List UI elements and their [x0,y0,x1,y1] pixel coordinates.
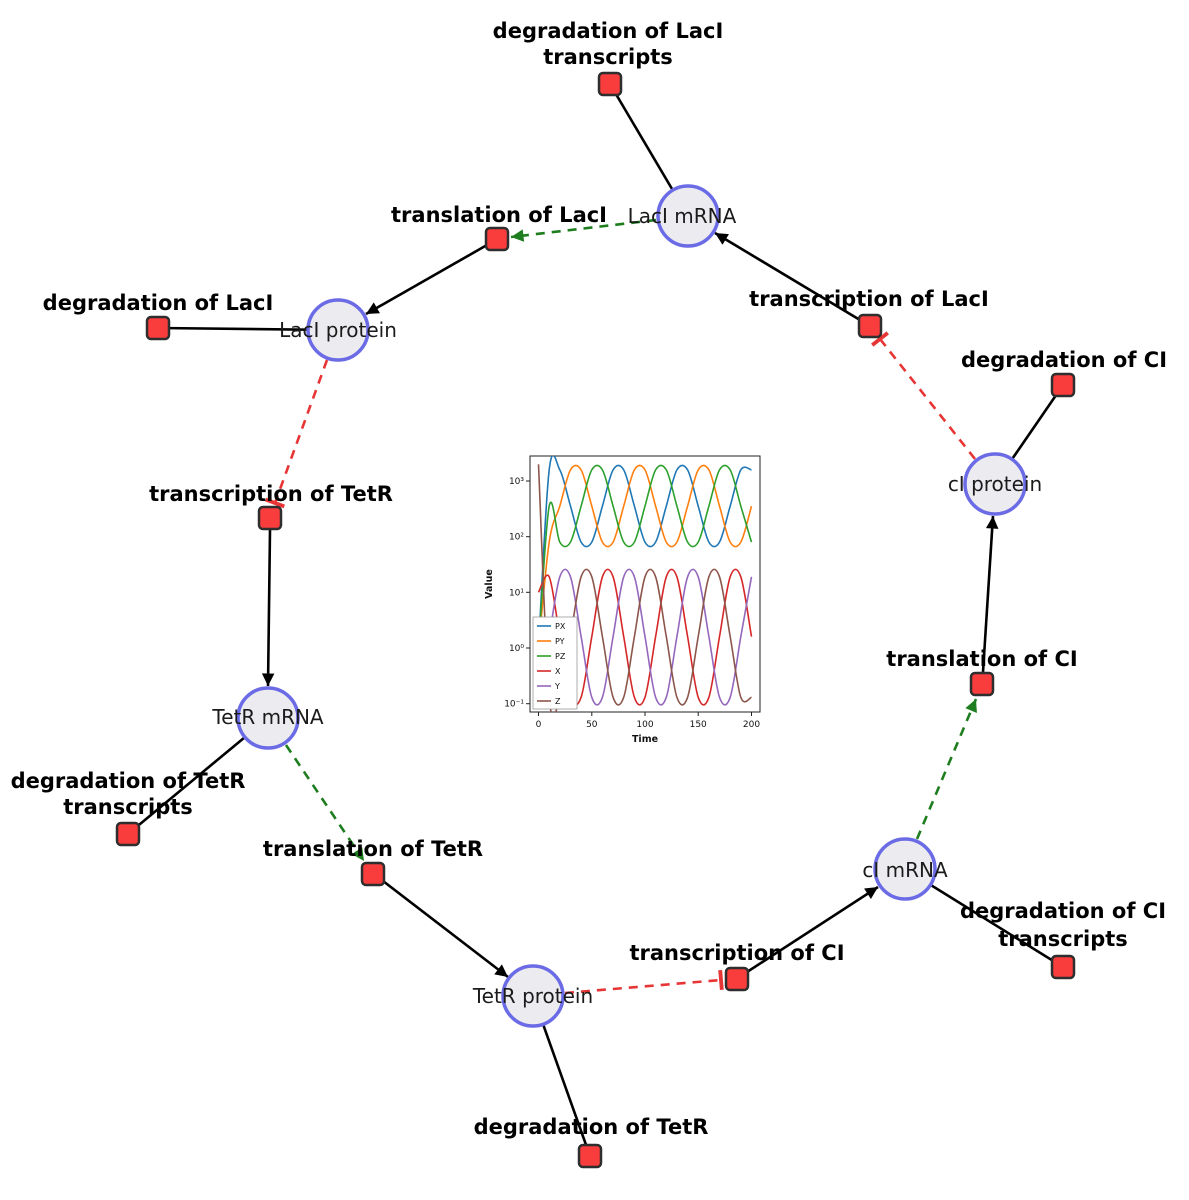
reaction-node-degradation-ci[interactable] [1050,372,1076,398]
reaction-node-degradation-laci[interactable] [145,315,171,341]
edge-translation-ci-to-ci-protein [981,515,999,673]
xtick-0: 0 [536,720,542,730]
legend-entry-py: PY [555,637,565,646]
y-axis-label: Value [484,569,495,599]
reaction-node-degradation-tetr-transcripts[interactable] [115,821,141,847]
legend-entry-px: PX [555,622,566,631]
edge-transcription-tetr-to-tetr-mrna [261,529,275,687]
reaction-label-degradation-tetr-transcripts-1: degradation of TetR [11,769,246,793]
reaction-node-transcription-laci[interactable] [857,313,883,339]
xtick-200: 200 [743,720,760,730]
xtick-150: 150 [690,720,707,730]
ytick-1e2: 10² [509,533,524,543]
species-node-laci-mrna[interactable] [656,184,720,248]
species-label-ci-protein: cI protein [948,472,1042,496]
series-line-Y [537,568,753,706]
reaction-label-degradation-laci-transcripts-1: degradation of LacI [493,19,724,43]
species-label-tetr-mrna: TetR mRNA [211,705,324,729]
reaction-label-degradation-ci-transcripts-1: degradation of CI [960,899,1166,923]
species-node-tetr-mrna[interactable] [236,686,300,750]
species-label-laci-protein: LacI protein [279,318,397,342]
reaction-label-degradation-ci-transcripts-2: transcripts [998,927,1128,951]
edge-translation-laci-to-laci-protein [365,243,488,316]
y-axis: 10³ 10² 10¹ 10⁰ 10⁻¹ [504,477,530,710]
reaction-label-translation-ci: translation of CI [886,647,1077,671]
reaction-label-degradation-tetr: degradation of TetR [474,1115,709,1139]
reaction-label-transcription-tetr: transcription of TetR [149,482,393,506]
ytick-1e-1: 10⁻¹ [504,700,524,710]
ytick-1e1: 10¹ [509,588,524,598]
species-node-ci-protein[interactable] [963,452,1027,516]
legend-entry-pz: PZ [555,652,566,661]
edge-translation-tetr-to-tetr-protein [382,879,509,979]
reaction-label-transcription-ci: transcription of CI [629,941,844,965]
reaction-node-transcription-tetr[interactable] [257,505,283,531]
legend-entry-y: Y [554,682,560,691]
reaction-node-transcription-ci[interactable] [724,966,750,992]
edge-tetr-mrna-modifier-translation [284,744,366,862]
plot-svg: 10³ 10² 10¹ 10⁰ 10⁻¹ 0 50 100 150 200 Ti… [478,444,770,760]
series-line-PY [537,464,753,649]
reaction-label-degradation-tetr-transcripts-2: transcripts [63,795,193,819]
reaction-node-translation-ci[interactable] [969,671,995,697]
reaction-node-translation-laci[interactable] [484,226,510,252]
reaction-node-translation-tetr[interactable] [360,861,386,887]
plot-legend: PX PY PZ X Y Z [532,616,578,710]
edge-ci-mrna-modifier-translation [915,698,978,840]
ytick-1e3: 10³ [509,477,524,487]
reaction-label-translation-tetr: translation of TetR [263,837,483,861]
xtick-50: 50 [586,720,598,730]
species-node-laci-protein[interactable] [306,298,370,362]
legend-entry-z: Z [555,697,561,706]
series-line-PX [537,456,752,649]
reaction-label-degradation-laci-transcripts-2: transcripts [543,45,673,69]
x-axis-label: Time [632,734,658,745]
reaction-label-translation-laci: translation of LacI [391,203,607,227]
legend-entry-x: X [555,667,561,676]
xtick-100: 100 [636,720,653,730]
x-axis: 0 50 100 150 200 [536,712,760,730]
species-label-laci-mrna: LacI mRNA [628,204,737,228]
ytick-1e0: 10⁰ [509,644,524,654]
reaction-node-degradation-ci-transcripts[interactable] [1050,954,1076,980]
edge-transcription-laci-to-laci-mrna [714,231,861,322]
species-label-ci-mrna: cI mRNA [862,858,948,882]
reaction-label-degradation-ci: degradation of CI [961,348,1167,372]
reaction-node-degradation-laci-transcripts[interactable] [597,71,623,97]
plot-curves [537,456,753,712]
edge-transcription-ci-to-ci-mrna [746,885,879,974]
edge-laci-mrna-modifier-translation [510,218,657,242]
reaction-label-degradation-laci: degradation of LacI [43,291,274,315]
species-node-tetr-protein[interactable] [501,964,565,1028]
edge-tetr-protein-inhibits-transcription-ci [564,969,724,995]
series-line-PZ [537,464,753,649]
species-node-ci-mrna[interactable] [873,837,937,901]
reaction-label-transcription-laci: transcription of LacI [749,287,989,311]
simulation-plot: 10³ 10² 10¹ 10⁰ 10⁻¹ 0 50 100 150 200 Ti… [478,444,770,760]
species-label-tetr-protein: TetR protein [472,984,593,1008]
reaction-node-degradation-tetr[interactable] [577,1143,603,1169]
